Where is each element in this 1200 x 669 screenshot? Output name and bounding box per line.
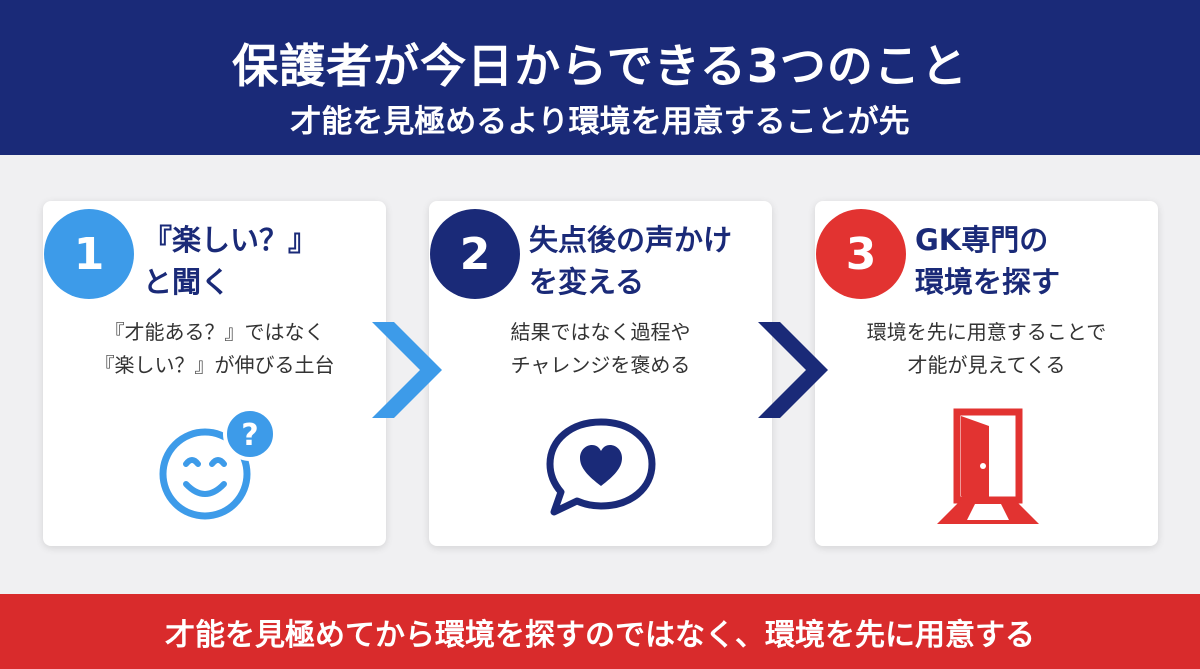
step-title-1-line1: 『楽しい？』: [143, 223, 318, 257]
footer-text: 才能を見極めてから環境を探すのではなく、環境を先に用意する: [165, 617, 1035, 653]
step-desc-2-line1: 結果ではなく過程や: [510, 320, 691, 344]
step-title-2: 失点後の声かけ を変える: [529, 219, 769, 303]
step-number-3: 3: [816, 209, 906, 299]
step-number-1: 1: [44, 209, 134, 299]
step-title-1-line2: と聞く: [143, 265, 231, 299]
header-banner: 保護者が今日からできる3つのこと 才能を見極めるより環境を用意することが先: [0, 0, 1200, 155]
step-title-2-line1: 失点後の声かけ: [529, 223, 733, 257]
step-title-3-line1: GK専門の: [915, 223, 1049, 257]
step-desc-3-line1: 環境を先に用意することで: [866, 320, 1107, 344]
step-title-3-line2: 環境を探す: [915, 265, 1061, 299]
step-card-2: 2 失点後の声かけ を変える 結果ではなく過程や チャレンジを褒める: [429, 201, 772, 546]
footer-banner: 才能を見極めてから環境を探すのではなく、環境を先に用意する: [0, 594, 1200, 669]
open-door-icon: [936, 408, 1039, 524]
chevron-right-icon: [372, 322, 442, 418]
speech-heart-icon: [546, 418, 655, 516]
step-card-3: 3 GK専門の 環境を探す 環境を先に用意することで 才能が見えてくる: [815, 201, 1158, 546]
step-desc-3: 環境を先に用意することで 才能が見えてくる: [815, 316, 1158, 382]
step-desc-1-line2: 『楽しい？』が伸びる土台: [94, 353, 335, 377]
page-subtitle: 才能を見極めるより環境を用意することが先: [290, 104, 910, 140]
step-desc-3-line2: 才能が見えてくる: [907, 353, 1066, 377]
step-number-2: 2: [430, 209, 520, 299]
step-desc-2-line2: チャレンジを褒める: [510, 353, 691, 377]
step-desc-2: 結果ではなく過程や チャレンジを褒める: [429, 316, 772, 382]
step-card-1: 1 『楽しい？』 と聞く 『才能ある？』ではなく 『楽しい？』が伸びる土台 ?: [43, 201, 386, 546]
step-title-3: GK専門の 環境を探す: [915, 219, 1155, 303]
step-title-1: 『楽しい？』 と聞く: [143, 219, 383, 303]
step-desc-1-line1: 『才能ある？』ではなく: [104, 320, 325, 344]
page-title: 保護者が今日からできる3つのこと: [232, 39, 968, 93]
svg-text:?: ?: [241, 418, 258, 453]
smiley-question-icon: ?: [159, 407, 277, 520]
step-desc-1: 『才能ある？』ではなく 『楽しい？』が伸びる土台: [43, 316, 386, 382]
step-title-2-line2: を変える: [529, 265, 645, 299]
chevron-right-icon: [758, 322, 828, 418]
